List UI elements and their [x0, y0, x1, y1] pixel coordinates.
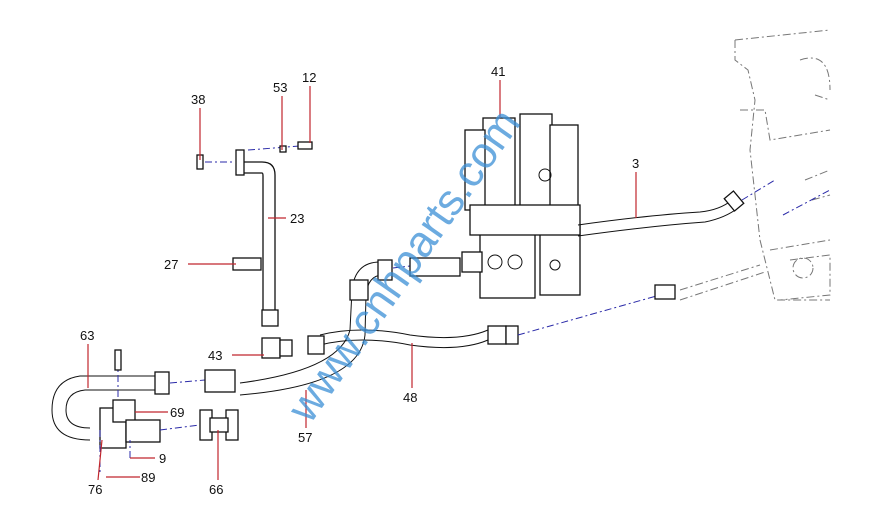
callout-66: 66	[209, 482, 223, 497]
bracket-69	[99, 349, 201, 475]
leader-lines	[87, 80, 637, 481]
callout-27: 27	[164, 257, 178, 272]
callout-23: 23	[290, 211, 304, 226]
callout-38: 38	[191, 92, 205, 107]
callout-48: 48	[403, 390, 417, 405]
callout-9: 9	[159, 451, 166, 466]
callout-76: 76	[88, 482, 102, 497]
tube-23	[232, 149, 293, 359]
hose-3	[577, 179, 831, 237]
control-valve-41	[464, 113, 581, 299]
callout-89: 89	[141, 470, 155, 485]
callout-labels: 41 38 53 12 3 23 27 63 43 69 48 9 57 76 …	[80, 64, 639, 497]
callout-69: 69	[170, 405, 184, 420]
callout-3: 3	[632, 156, 639, 171]
hose-63	[51, 369, 236, 441]
fitting-66	[199, 409, 239, 441]
hose-48	[307, 284, 676, 355]
bolt-parts	[196, 141, 313, 170]
callout-53: 53	[273, 80, 287, 95]
callout-12: 12	[302, 70, 316, 85]
hose-57	[239, 251, 483, 396]
callout-63: 63	[80, 328, 94, 343]
callout-41: 41	[491, 64, 505, 79]
machine-frame-outline	[679, 29, 831, 301]
callout-43: 43	[208, 348, 222, 363]
callout-57: 57	[298, 430, 312, 445]
